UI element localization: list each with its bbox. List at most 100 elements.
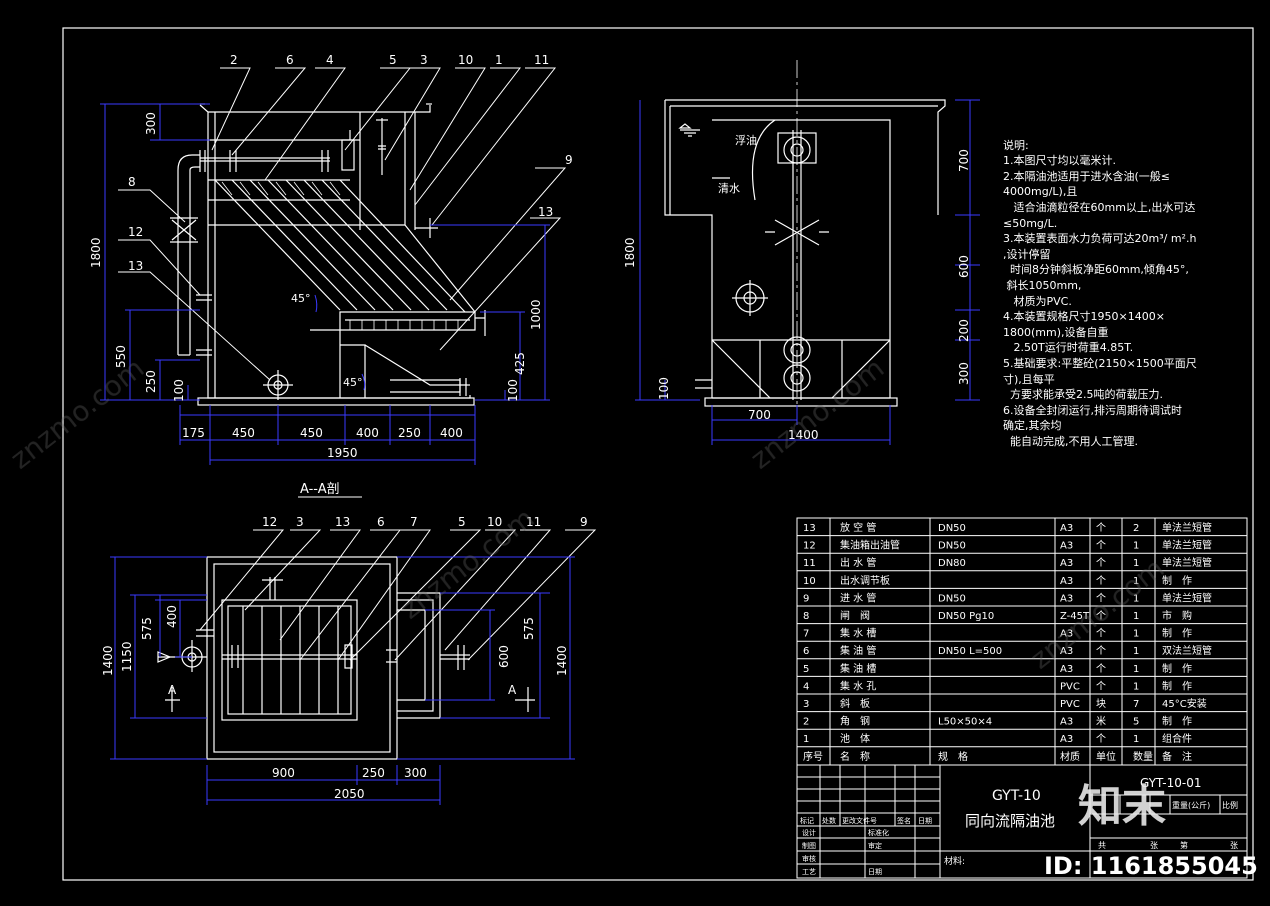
plan-section-mark-left: A <box>168 683 177 697</box>
plan-dim-600: 600 <box>497 645 511 668</box>
front-callout-13r: 13 <box>538 205 553 219</box>
bom-cell: 个 <box>1096 610 1106 622</box>
bom-cell: 制 作 <box>1162 679 1192 692</box>
bom-cell: PVC <box>1060 681 1080 692</box>
bom-cell: 2 <box>803 717 809 728</box>
plan-view <box>157 556 535 760</box>
bom-header-cell: 规 格 <box>938 750 968 763</box>
design-notes: 说明:1.本图尺寸均以毫米计.2.本隔油池适用于进水含油(一般≤4000mg/L… <box>1003 122 1243 449</box>
bom-cell: 个 <box>1096 680 1106 692</box>
plan-dim-900: 900 <box>272 766 295 780</box>
bom-cell: 制 作 <box>1162 662 1192 675</box>
front-view <box>170 103 486 406</box>
side-float-oil: 浮油 <box>735 133 757 147</box>
bom-cell: 1 <box>1133 558 1139 569</box>
tb-standard: 标准化 <box>868 828 889 837</box>
bom-cell: 单法兰短管 <box>1162 556 1212 569</box>
bom-cell: 8 <box>803 611 809 622</box>
bom-cell: PVC <box>1060 699 1080 710</box>
bom-cell: 放 空 管 <box>840 521 876 534</box>
bom-cell: DN50 <box>938 523 966 534</box>
front-dim-100: 100 <box>172 379 186 402</box>
bom-cell: 单法兰短管 <box>1162 539 1212 552</box>
notes-line: 1.本图尺寸均以毫米计. <box>1003 154 1116 168</box>
bom-cell: 5 <box>1133 717 1139 728</box>
bom-cell: 个 <box>1096 733 1106 745</box>
bom-cell: 1 <box>1133 681 1139 692</box>
plan-dim-250: 250 <box>362 766 385 780</box>
side-dim-700v: 700 <box>957 149 971 172</box>
bom-header-cell: 序号 <box>803 750 823 763</box>
plan-callout-10: 10 <box>487 515 502 529</box>
bom-header-cell: 单位 <box>1096 750 1116 763</box>
front-dim-450a: 450 <box>232 426 255 440</box>
notes-line: 时间8分钟斜板净距60mm,倾角45°, <box>1003 263 1189 277</box>
notes-line: 确定,其余均 <box>1003 419 1062 433</box>
bom-cell: A3 <box>1060 646 1073 657</box>
side-clear-water: 清水 <box>718 182 740 195</box>
bom-cell: 米 <box>1096 715 1106 728</box>
side-dim-1800: 1800 <box>623 237 637 268</box>
bom-cell: 6 <box>803 646 809 657</box>
title-material-label: 材料: <box>944 855 965 867</box>
notes-line: 斜长1050mm, <box>1003 278 1082 292</box>
bom-cell: 个 <box>1096 522 1106 534</box>
front-callout-12: 12 <box>128 225 143 239</box>
front-dim-175: 175 <box>182 426 205 440</box>
front-callout-5: 5 <box>389 53 397 67</box>
plan-dim-1400l: 1400 <box>101 645 115 676</box>
front-callout-8: 8 <box>128 175 136 189</box>
bom-cell: 2 <box>1133 523 1139 534</box>
plan-callout-12: 12 <box>262 515 277 529</box>
bom-cell: 13 <box>803 523 816 534</box>
bom-cell: 池 体 <box>840 732 870 745</box>
front-dim-425: 425 <box>513 352 527 375</box>
plan-dim-575l: 575 <box>140 617 154 640</box>
bom-cell: 5 <box>803 664 809 675</box>
bom-cell: 1 <box>1133 734 1139 745</box>
side-dim-300: 300 <box>957 362 971 385</box>
bom-cell: 斜 板 <box>840 697 870 710</box>
bom-cell: 1 <box>803 734 809 745</box>
front-dim-1800: 1800 <box>89 237 103 268</box>
bom-header-cell: 数量 <box>1133 750 1153 763</box>
notes-line: 3.本装置表面水力负荷可达20m³/ m².h <box>1003 232 1197 246</box>
bom-cell: 出水调节板 <box>840 574 890 587</box>
plan-callout-7: 7 <box>410 515 418 529</box>
front-callout-13l: 13 <box>128 259 143 273</box>
notes-line: 2.本隔油池适用于进水含油(一般≤ <box>1003 169 1171 183</box>
bom-cell: 7 <box>1133 699 1139 710</box>
tb-sign: 签名 <box>897 816 911 825</box>
bom-cell: 闸 阀 <box>840 609 870 622</box>
front-angle-2: 45° <box>343 376 363 389</box>
bom-cell: 个 <box>1096 540 1106 552</box>
bom-cell: 1 <box>1133 541 1139 552</box>
bom-cell: 制 作 <box>1162 574 1192 587</box>
bom-cell: 块 <box>1096 698 1106 710</box>
bom-cell: 个 <box>1096 575 1106 587</box>
tb-role-design: 设计 <box>802 828 816 837</box>
side-dim-600: 600 <box>957 255 971 278</box>
plan-dim-400: 400 <box>165 605 179 628</box>
bom-cell: 组合件 <box>1162 732 1192 745</box>
bom-cell: A3 <box>1060 523 1073 534</box>
bom-cell: DN50 Pg10 <box>938 611 994 622</box>
bom-cell: 11 <box>803 558 816 569</box>
bom-cell: 个 <box>1096 663 1106 675</box>
watermark-logo: 知末 <box>1078 781 1166 832</box>
tb-role-draw: 制图 <box>802 841 816 850</box>
bom-cell: 1 <box>1133 576 1139 587</box>
side-dim-1400: 1400 <box>788 428 819 442</box>
bom-cell: 1 <box>1133 664 1139 675</box>
bom-cell: DN80 <box>938 558 966 569</box>
notes-line: 6.设备全封闭运行,排污周期待调试时 <box>1003 403 1182 417</box>
front-callout-10: 10 <box>458 53 473 67</box>
bom-cell: 出 水 管 <box>840 556 876 569</box>
bom-cell: 单法兰短管 <box>1162 591 1212 604</box>
bom-cell: 45°C安装 <box>1162 697 1207 710</box>
notes-line: 4000mg/L),且 <box>1003 185 1078 199</box>
bom-cell: 集 水 槽 <box>840 627 876 640</box>
front-callout-9: 9 <box>565 153 573 167</box>
bom-cell: A3 <box>1060 593 1073 604</box>
